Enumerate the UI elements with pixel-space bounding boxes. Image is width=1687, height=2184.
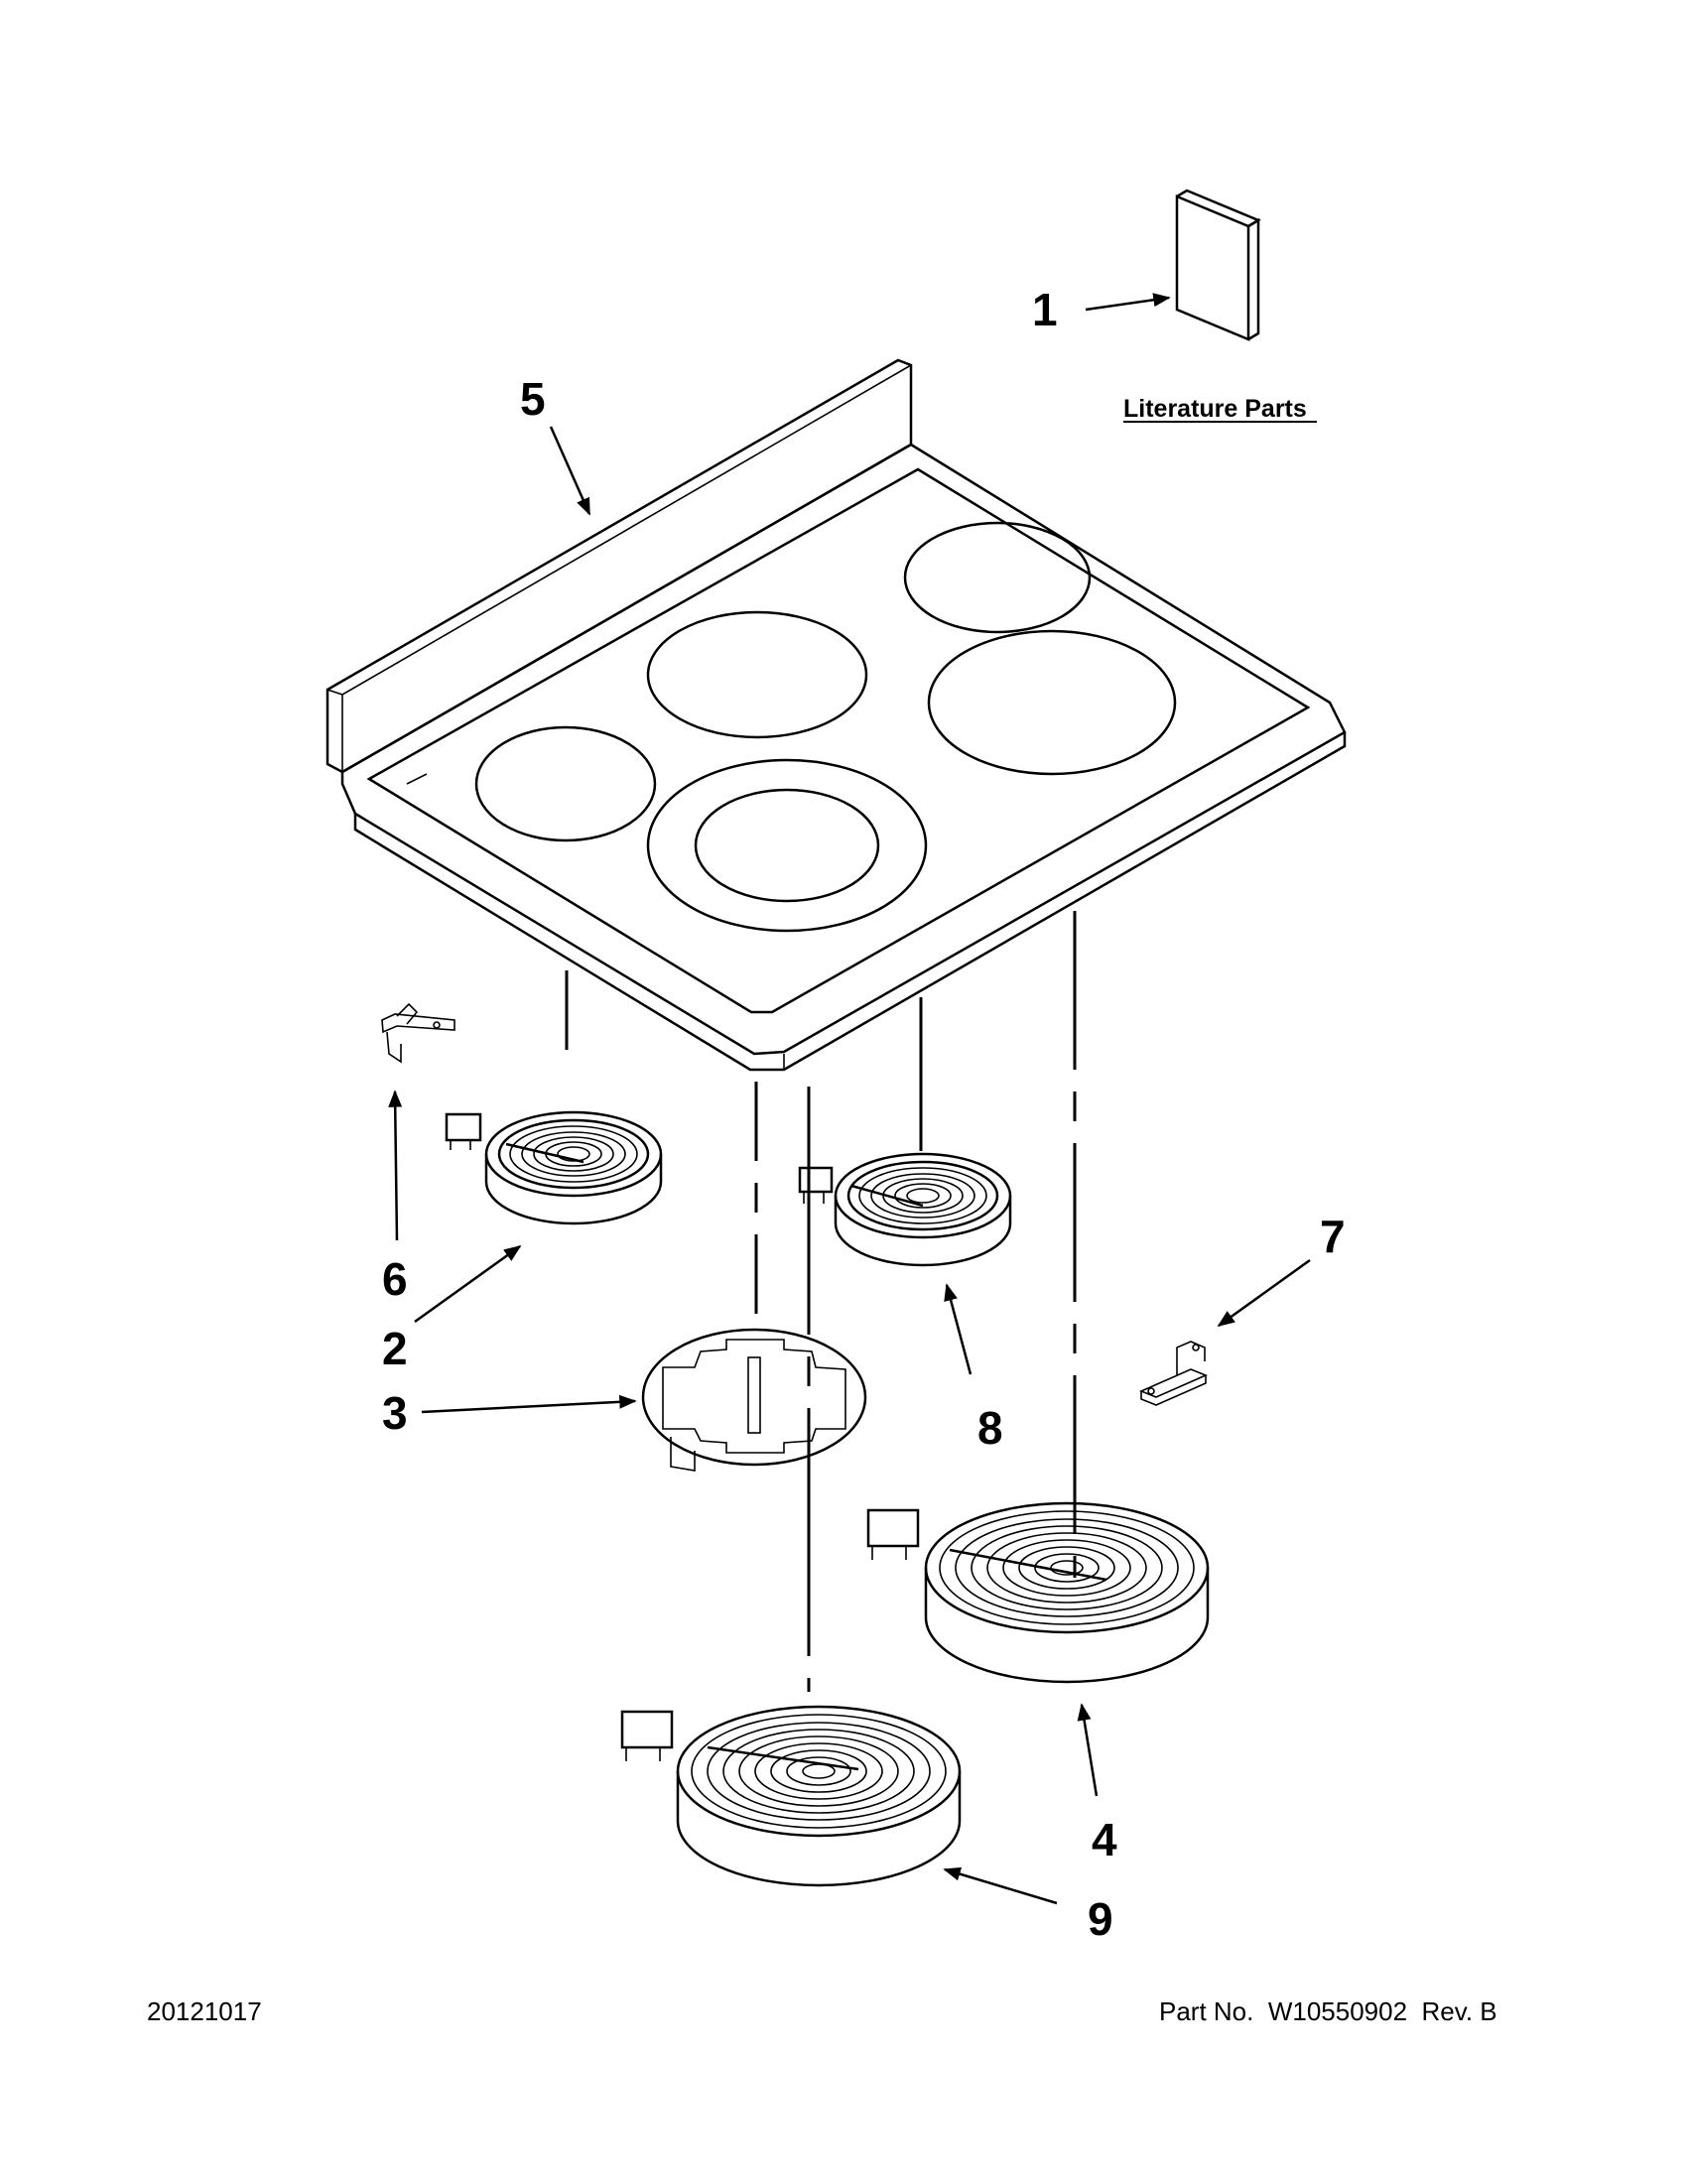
- leader-line-5: [549, 426, 591, 516]
- literature-book-icon: [1175, 189, 1261, 341]
- callout-3: 3: [382, 1387, 408, 1439]
- burner-ring-left-front: [474, 725, 657, 842]
- callout-1: 1: [1032, 284, 1058, 335]
- callout-5: 5: [520, 373, 546, 425]
- part-number: W10550902: [1267, 1996, 1408, 2026]
- burner-ring-right-front: [927, 629, 1177, 776]
- bracket-icon: [1138, 1341, 1209, 1406]
- burner-ring-center-rear: [646, 610, 868, 739]
- leader-line-2: [414, 1244, 522, 1324]
- leader-line-7: [1217, 1258, 1311, 1328]
- callout-4: 4: [1092, 1814, 1117, 1865]
- leader-line-1: [1085, 293, 1171, 312]
- callout-9: 9: [1088, 1893, 1113, 1945]
- footer-date: 20121017: [147, 1996, 262, 2026]
- radiant-element-medium-icon: [798, 1152, 1012, 1267]
- bracket-clip-icon: [381, 1002, 455, 1064]
- callout-7: 7: [1320, 1211, 1346, 1262]
- part-prefix: Part No.: [1159, 1996, 1254, 2026]
- callout-6: 6: [382, 1253, 408, 1305]
- burner-ring-center-front-inner: [694, 788, 880, 903]
- burner-ring-center-front-outer: [646, 758, 928, 933]
- literature-parts-label: Literature Parts: [1123, 395, 1307, 423]
- radiant-element-small-icon: [445, 1110, 663, 1225]
- callout-2: 2: [382, 1323, 408, 1374]
- leader-line-6: [388, 1090, 403, 1241]
- leader-line-8: [944, 1283, 973, 1375]
- radiant-element-dual-icon: [620, 1705, 962, 1887]
- callout-8: 8: [977, 1402, 1003, 1454]
- cooktop-icon: [325, 358, 1347, 1072]
- terminal-shield-icon: [641, 1328, 867, 1472]
- revision: Rev. B: [1421, 1996, 1497, 2026]
- radiant-element-large-icon: [866, 1501, 1210, 1684]
- footer-part-number: Part No. W10550902 Rev. B: [1159, 1996, 1497, 2027]
- burner-ring-right-rear: [903, 521, 1092, 634]
- leader-line-4: [1077, 1703, 1099, 1797]
- leader-line-3: [421, 1394, 637, 1414]
- leader-line-9: [943, 1866, 1058, 1905]
